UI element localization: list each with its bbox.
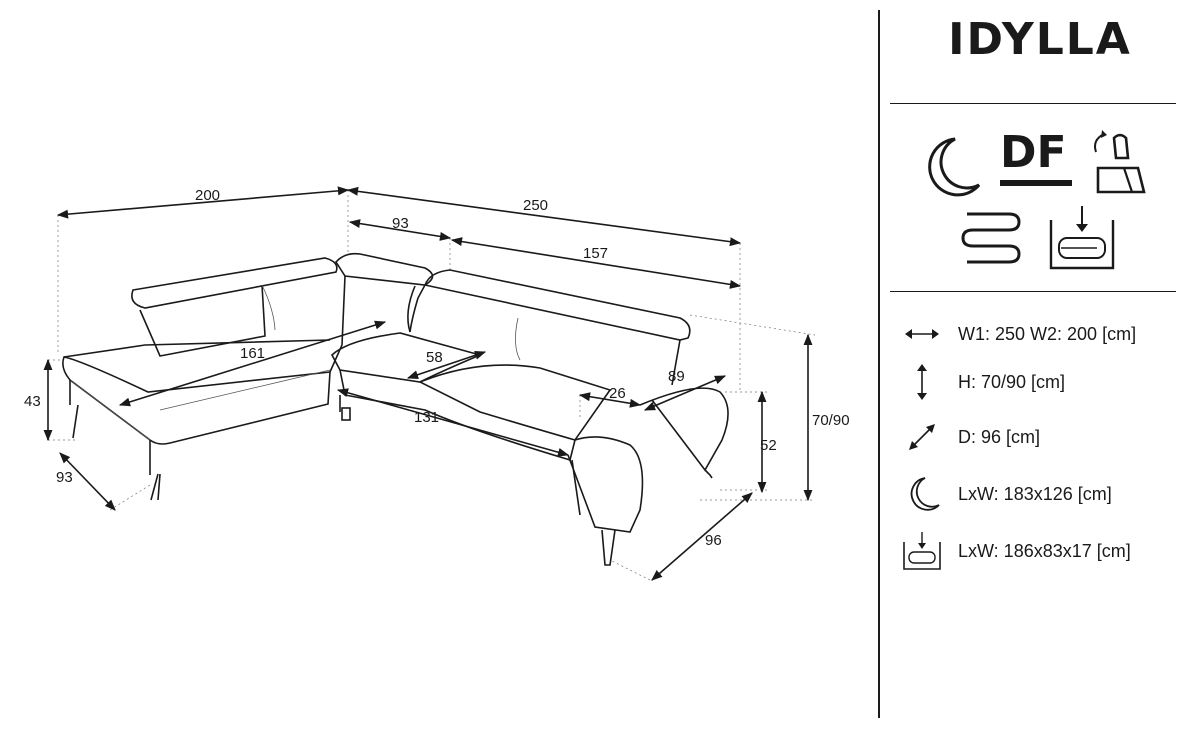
double-arrow-horizontal-icon (900, 317, 944, 351)
spec-text-width: W1: 250 W2: 200 [cm] (958, 323, 1137, 344)
dim-line-58 (406, 350, 487, 380)
df-underline (1000, 180, 1072, 186)
dim-label-93-top: 93 (392, 215, 409, 232)
double-arrow-diagonal-icon (900, 420, 944, 454)
spec-text-height: H: 70/90 [cm] (958, 371, 1066, 392)
dim-line-93-top (348, 219, 452, 241)
dim-label-93-left: 93 (56, 469, 73, 486)
storage-container-icon (900, 532, 944, 570)
dim-label-70-90: 70/90 (812, 412, 850, 429)
dim-line-250 (346, 186, 742, 247)
dimension-labels: 200 250 93 157 161 58 131 26 89 43 93 52… (24, 187, 850, 549)
dim-line-157 (450, 237, 742, 289)
dim-line-200 (56, 186, 350, 219)
dim-label-96: 96 (705, 532, 722, 549)
extension-lines (48, 190, 816, 581)
spec-row-height: H: 70/90 [cm] (900, 364, 1066, 400)
spec-text-sleep: LxW: 183x126 [cm] (958, 483, 1112, 504)
dim-line-93-left (59, 452, 116, 511)
title-divider (890, 103, 1176, 104)
spec-text-storage: LxW: 186x83x17 [cm] (958, 540, 1131, 561)
dim-line-26 (578, 392, 642, 408)
spring-icon (961, 212, 1021, 264)
spec-row-width: W1: 250 W2: 200 [cm] (900, 317, 1136, 351)
storage-container-icon (1049, 206, 1115, 270)
spec-row-sleep: LxW: 183x126 [cm] (900, 477, 1112, 511)
dim-label-131: 131 (414, 409, 439, 426)
dim-label-161: 161 (240, 345, 265, 362)
dim-line-96 (651, 492, 753, 581)
sleep-function-icon (900, 477, 944, 511)
dim-label-58: 58 (426, 349, 443, 366)
dim-line-161 (118, 320, 387, 407)
icons-divider (890, 291, 1176, 292)
product-title: IDYLLA (948, 14, 1132, 65)
panel-divider (878, 10, 880, 718)
sofa-outline (62, 252, 729, 566)
dim-line-89 (643, 375, 727, 411)
dim-label-89: 89 (668, 368, 685, 385)
dimension-lines (43, 186, 813, 581)
dim-label-26: 26 (609, 385, 626, 402)
dim-label-250: 250 (523, 197, 548, 214)
dim-label-52: 52 (760, 437, 777, 454)
adjustable-headrest-icon (1094, 130, 1146, 194)
dim-label-43: 43 (24, 393, 41, 410)
sofa-diagram: 200 250 93 157 161 58 131 26 89 43 93 52… (24, 186, 850, 581)
dim-label-157: 157 (583, 245, 608, 262)
dim-label-200: 200 (195, 187, 220, 204)
spec-row-depth: D: 96 [cm] (900, 420, 1040, 454)
double-arrow-vertical-icon (900, 364, 944, 400)
df-icon: DF (1000, 128, 1080, 186)
spec-row-storage: LxW: 186x83x17 [cm] (900, 532, 1131, 570)
sleep-function-icon (928, 137, 981, 197)
spec-text-depth: D: 96 [cm] (958, 426, 1041, 447)
df-label: DF (1000, 127, 1067, 178)
